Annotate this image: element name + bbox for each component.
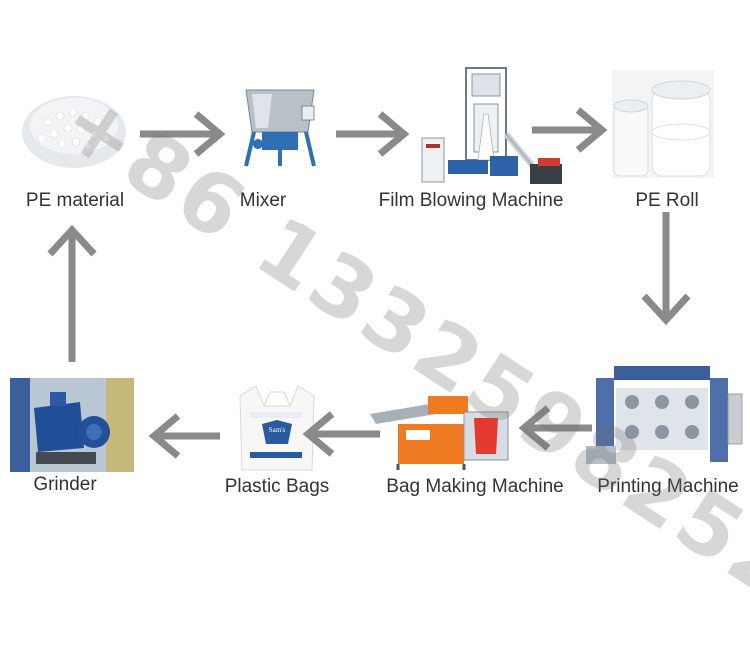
pe-material-label: PE material (25, 190, 125, 211)
printing-machine-image (586, 358, 746, 468)
arrow-right-1 (140, 111, 226, 157)
film-blowing-machine-label: Film Blowing Machine (378, 190, 564, 211)
bag-making-machine-image (370, 384, 522, 470)
arrow-up (47, 224, 97, 362)
film-blowing-machine-image (418, 64, 568, 192)
arrow-right-2 (336, 111, 410, 157)
arrow-left-3 (148, 413, 220, 459)
pe-roll-image (612, 70, 714, 178)
flow-arrows (47, 107, 691, 459)
arrow-left-2 (302, 411, 380, 457)
mixer-label: Mixer (239, 190, 287, 211)
arrow-down (641, 212, 691, 326)
grinder-image (10, 378, 134, 472)
pe-roll-label: PE Roll (635, 190, 699, 211)
plastic-bag-image: Sam's (236, 382, 318, 472)
printing-machine-label: Printing Machine (597, 476, 739, 497)
pe-material-image (18, 82, 130, 174)
arrow-right-3 (532, 107, 608, 153)
grinder-label: Grinder (33, 474, 97, 495)
process-diagram: PE material Mixer (10, 64, 750, 654)
bag-print-text: Sam's (268, 426, 286, 434)
arrow-left-1 (518, 405, 592, 451)
plastic-bags-label: Plastic Bags (224, 476, 330, 497)
bag-making-machine-label: Bag Making Machine (386, 476, 564, 497)
mixer-image (232, 84, 328, 170)
